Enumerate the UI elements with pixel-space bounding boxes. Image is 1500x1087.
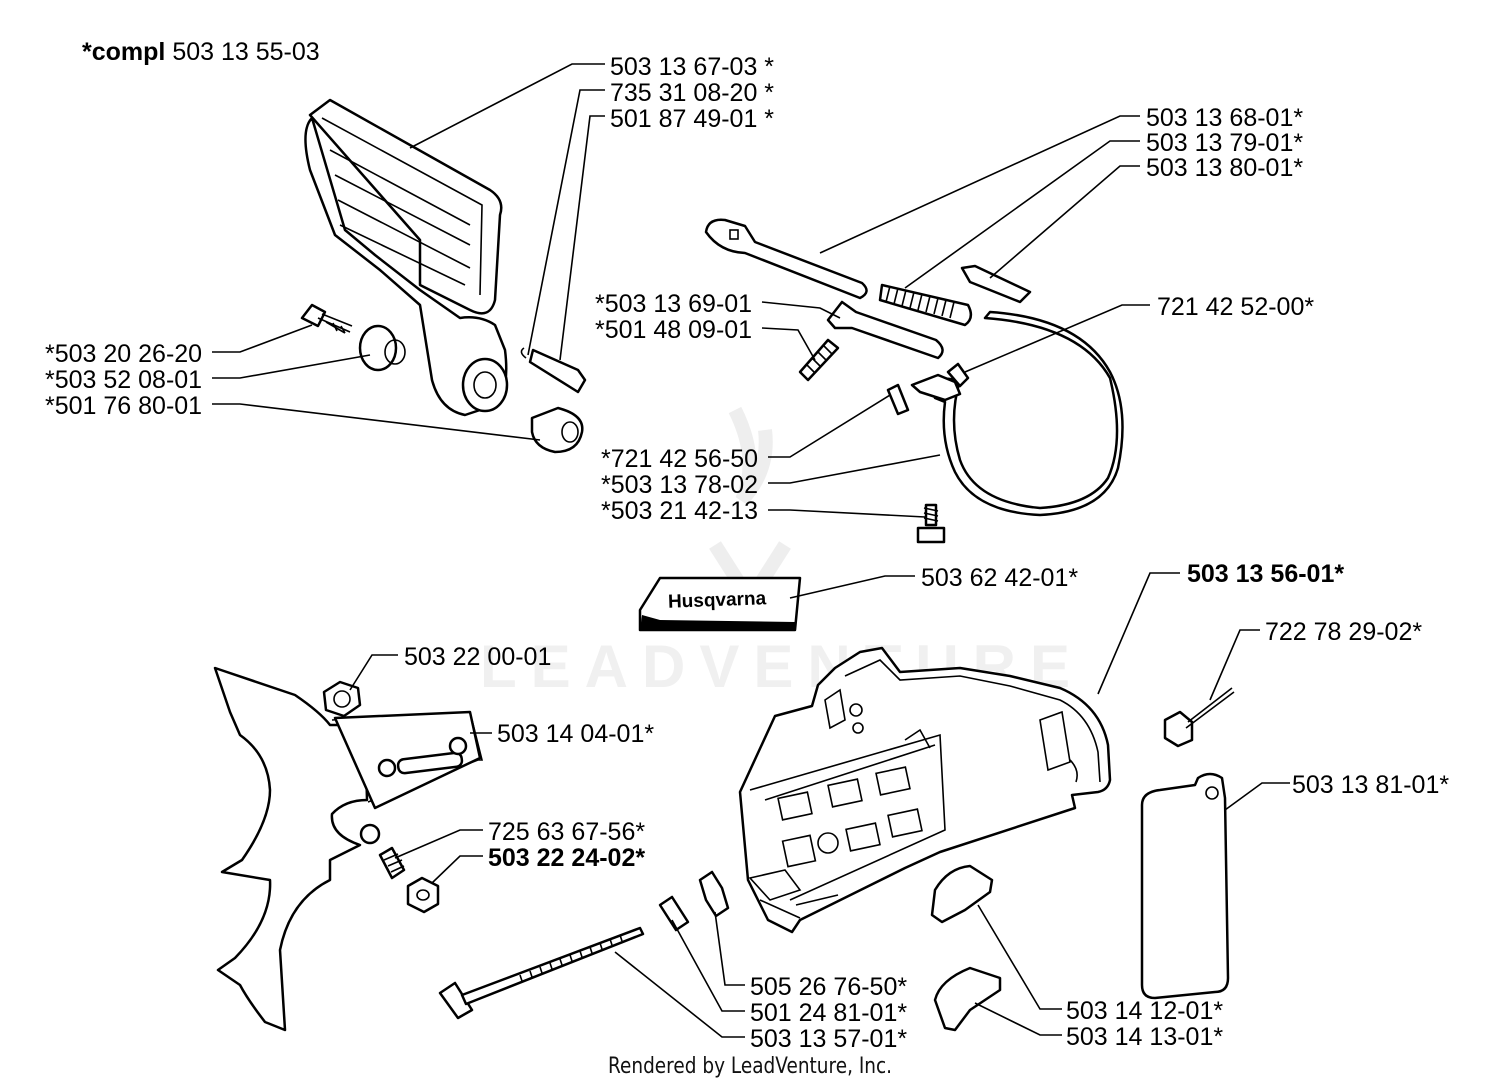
footer-credit: Rendered by LeadVenture, Inc. — [607, 1054, 893, 1079]
part-label-503-14-13-01: 503 14 13-01* — [1066, 1023, 1224, 1051]
leader-lines — [212, 63, 1290, 1038]
part-label-501-48-09-01: *501 48 09-01 — [595, 316, 753, 344]
part-label-503-20-26-20: *503 20 26-20 — [45, 340, 203, 368]
part-label-501-87-49-01: 501 87 49-01 * — [610, 105, 775, 133]
part-label-503-52-08-01: *503 52 08-01 — [45, 366, 203, 394]
part-label-501-76-80-01: *501 76 80-01 — [45, 392, 203, 420]
part-label-503-13-67-03: 503 13 67-03 * — [610, 53, 775, 81]
frame-plate — [213, 666, 484, 1032]
part-label-503-21-42-13: *503 21 42-13 — [601, 497, 759, 525]
part-label-503-14-04-01: 503 14 04-01* — [497, 720, 655, 748]
nut-cap-part — [530, 406, 584, 454]
lever-part — [826, 300, 944, 360]
brake-rod — [704, 218, 868, 300]
part-label-503-22-00-01: 503 22 00-01 — [404, 643, 552, 671]
part-label-503-14-12-01: 503 14 12-01* — [1066, 997, 1224, 1025]
part-label-503-13-80-01: 503 13 80-01* — [1146, 154, 1304, 182]
part-label-501-24-81-01: 501 24 81-01* — [750, 999, 908, 1027]
part-label-503-13-56-01: 503 13 56-01* — [1187, 560, 1345, 588]
spring-large — [878, 283, 973, 327]
nut-part — [406, 876, 440, 914]
part-label-503-13-79-01: 503 13 79-01* — [1146, 129, 1304, 157]
bushing-part — [358, 324, 406, 372]
part-label-503-13-68-01: 503 13 68-01* — [1146, 104, 1304, 132]
part-label-505-26-76-50: 505 26 76-50* — [750, 973, 908, 1001]
compl-number: 503 13 55-03 — [172, 38, 320, 66]
assembly-title: *compl 503 13 55-03 — [82, 40, 320, 65]
washer-part — [658, 895, 690, 932]
part-label-722-78-29-02: 722 78 29-02* — [1265, 618, 1423, 646]
part-label-721-42-52-00: 721 42 52-00* — [1157, 293, 1315, 321]
stud-part — [378, 846, 406, 880]
stud-nut-part — [698, 870, 730, 918]
part-label-503-13-78-02: *503 13 78-02 — [601, 471, 759, 499]
spring-small — [798, 338, 840, 382]
part-label-503-62-42-01: 503 62 42-01* — [921, 564, 1079, 592]
part-label-721-42-56-50: *721 42 56-50 — [601, 445, 759, 473]
part-label-725-63-67-56: 725 63 67-56* — [488, 818, 646, 846]
chain-guard-plate — [1140, 772, 1230, 1000]
part-label-503-13-81-01: 503 13 81-01* — [1292, 771, 1450, 799]
pin-part — [520, 347, 587, 394]
wedge-part — [960, 264, 1032, 304]
brake-band — [910, 310, 1124, 517]
part-label-503-13-57-01: 503 13 57-01* — [750, 1025, 908, 1053]
chain-brake-handle — [304, 98, 509, 417]
guide-piece-2-part — [933, 966, 1002, 1032]
small-pin-part — [886, 383, 910, 416]
part-label-503-13-69-01: *503 13 69-01 — [595, 290, 753, 318]
flange-nut-part — [322, 680, 362, 718]
part-label-503-22-24-02: 503 22 24-02* — [488, 844, 646, 872]
tensioner-screw — [438, 926, 645, 1020]
brand-decal — [638, 576, 802, 632]
small-screw-part — [916, 503, 946, 544]
screw-part — [300, 303, 353, 334]
compl-prefix: *compl — [82, 38, 166, 66]
brand-decal-text: Husqvarna — [667, 588, 767, 613]
clutch-cover — [738, 646, 1112, 934]
part-label-735-31-08-20: 735 31 08-20 * — [610, 79, 775, 107]
rivet-part — [1163, 687, 1235, 748]
guide-piece-part — [930, 864, 994, 924]
